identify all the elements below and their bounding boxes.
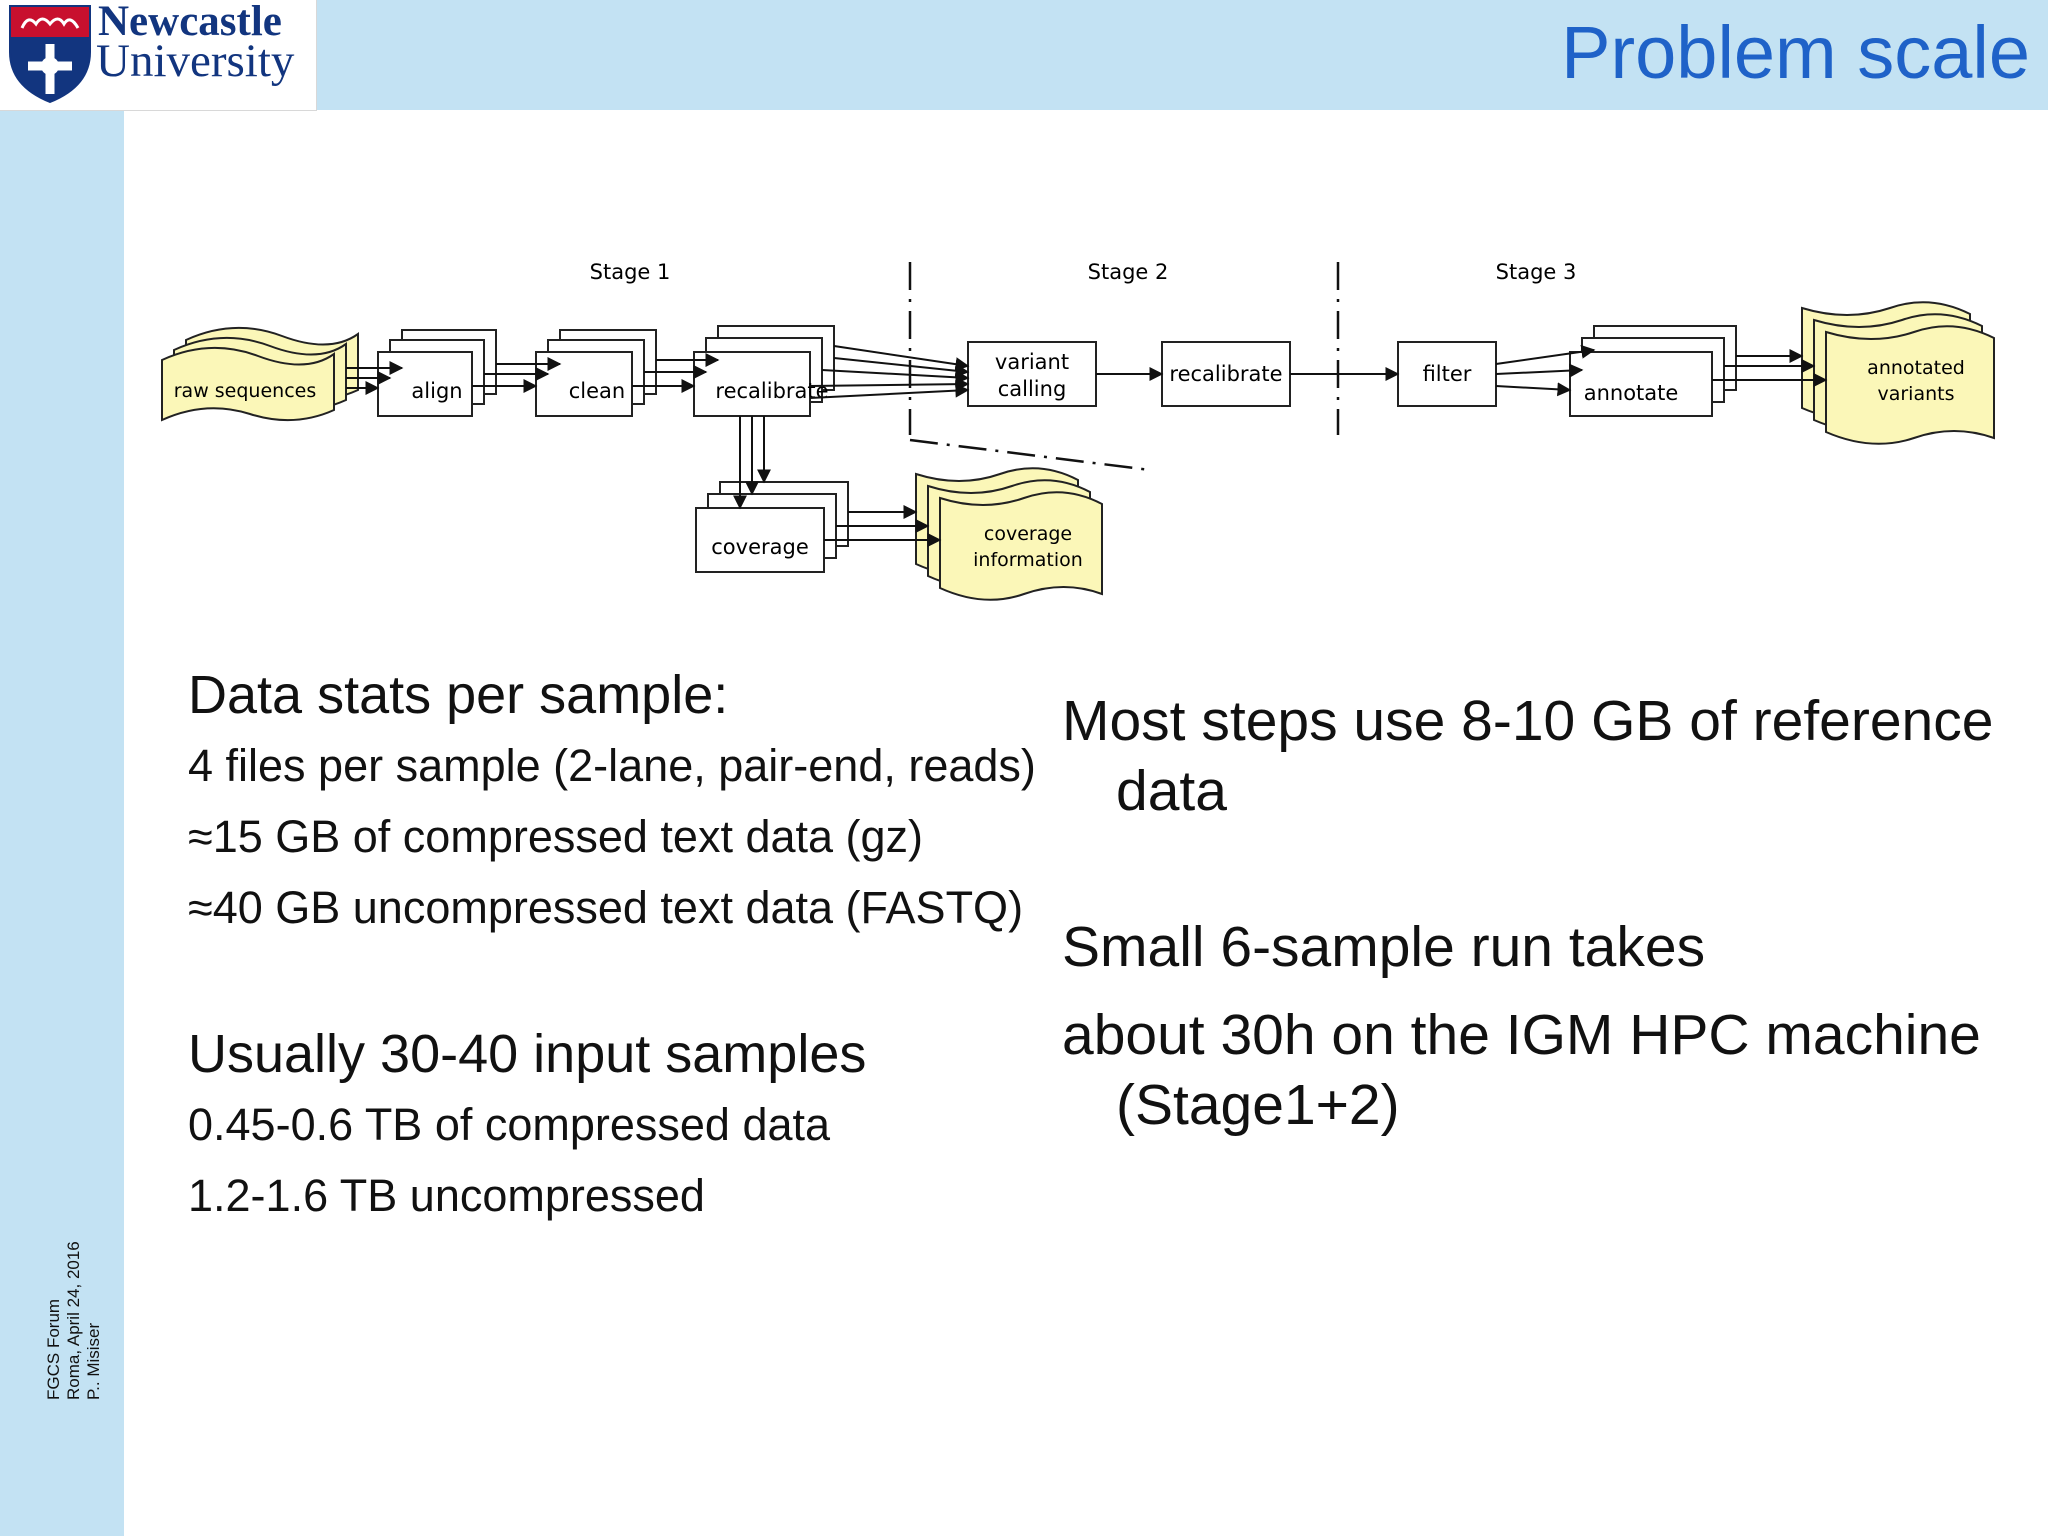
align-node <box>377 329 497 417</box>
header-band <box>0 0 2048 110</box>
footer-line-forum: FGCS Forum <box>44 1298 63 1400</box>
input-samples-heading: Usually 30-40 input samples <box>188 1024 867 1084</box>
recalibrate-2-label: recalibrate <box>1169 362 1282 386</box>
crest-icon <box>9 5 91 104</box>
variant-calling-node <box>967 341 1097 407</box>
clean-label: clean <box>569 379 625 403</box>
coverage-information-node <box>915 467 1103 601</box>
annotated-variants-label-1: annotated <box>1867 357 1965 379</box>
coverage-information-label-2: information <box>973 549 1083 571</box>
variant-calling-label-2: calling <box>998 377 1067 401</box>
pipeline-diagram: Stage 1 Stage 2 Stage 3 raw sequences al… <box>161 260 1995 601</box>
pipeline-arrows <box>346 344 1828 547</box>
footer-line-author: P.. Misiser <box>84 1322 103 1400</box>
logo-line-newcastle: Newcastle <box>98 0 282 45</box>
footer-info: FGCS Forum Roma, April 24, 2016 P.. Misi… <box>44 1100 104 1400</box>
reference-data-text: Most steps use 8-10 GB of reference data <box>1062 689 1994 823</box>
variant-calling-label-1: variant <box>995 350 1069 374</box>
annotate-label: annotate <box>1584 381 1679 405</box>
samples-item-uncompressed: 1.2-1.6 TB uncompressed <box>188 1170 705 1221</box>
stage-2-label: Stage 2 <box>1088 260 1169 284</box>
footer-line-date: Roma, April 24, 2016 <box>64 1241 83 1400</box>
stats-item-files: 4 files per sample (2-lane, pair-end, re… <box>188 740 1036 791</box>
stage-3-label: Stage 3 <box>1496 260 1577 284</box>
coverage-label: coverage <box>711 535 809 559</box>
samples-item-compressed: 0.45-0.6 TB of compressed data <box>188 1099 831 1150</box>
stage-1-label: Stage 1 <box>590 260 671 284</box>
left-band <box>0 0 124 1536</box>
run-time-text: about 30h on the IGM HPC machine (Stage1… <box>1062 1003 1981 1137</box>
data-stats-column: Data stats per sample: 4 files per sampl… <box>188 660 1048 1223</box>
recalibrate-1-label: recalibrate <box>715 379 828 403</box>
align-label: align <box>411 379 462 403</box>
university-logo: Newcastle University <box>0 0 317 111</box>
clean-node <box>535 329 657 417</box>
filter-label: filter <box>1423 362 1472 386</box>
run-size-text: Small 6-sample run takes <box>1062 915 1706 979</box>
raw-sequences-node <box>161 326 359 422</box>
stage-dividers <box>908 262 1340 472</box>
stats-item-compressed: ≈15 GB of compressed text data (gz) <box>188 811 924 862</box>
coverage-information-label-1: coverage <box>984 523 1072 545</box>
logo-line-university: University <box>96 35 295 87</box>
reference-data-column: Most steps use 8-10 GB of reference data… <box>1062 686 2002 1140</box>
coverage-node <box>695 481 849 573</box>
data-stats-heading: Data stats per sample: <box>188 665 729 725</box>
annotated-variants-label-2: variants <box>1877 383 1954 405</box>
slide-title: Problem scale <box>1561 11 2030 94</box>
raw-sequences-label: raw sequences <box>174 380 317 402</box>
annotated-variants-node <box>1801 301 1995 445</box>
stats-item-uncompressed: ≈40 GB uncompressed text data (FASTQ) <box>188 882 1024 933</box>
